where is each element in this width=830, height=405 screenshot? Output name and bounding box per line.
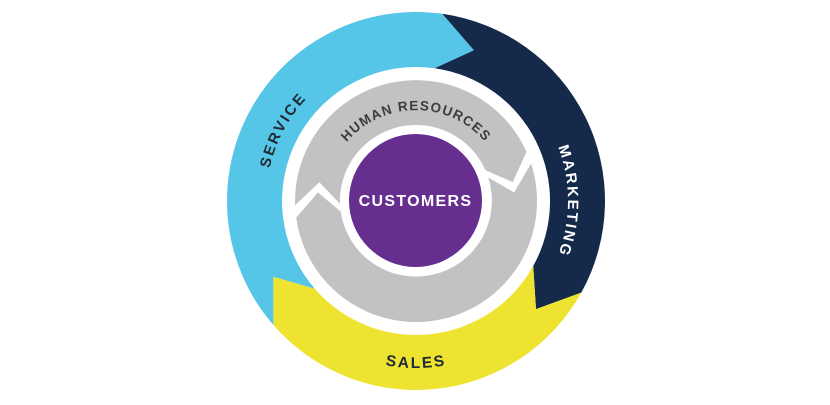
service-segment (227, 11, 474, 326)
sales-segment (273, 266, 582, 390)
customers-circle (349, 134, 482, 267)
marketing-segment (434, 13, 606, 310)
inner-ring-top-arrow (295, 80, 527, 206)
customers-label: CUSTOMERS (359, 193, 473, 210)
inner-ring-bottom-arrow (296, 163, 538, 323)
sales-label: SALES (385, 352, 448, 372)
